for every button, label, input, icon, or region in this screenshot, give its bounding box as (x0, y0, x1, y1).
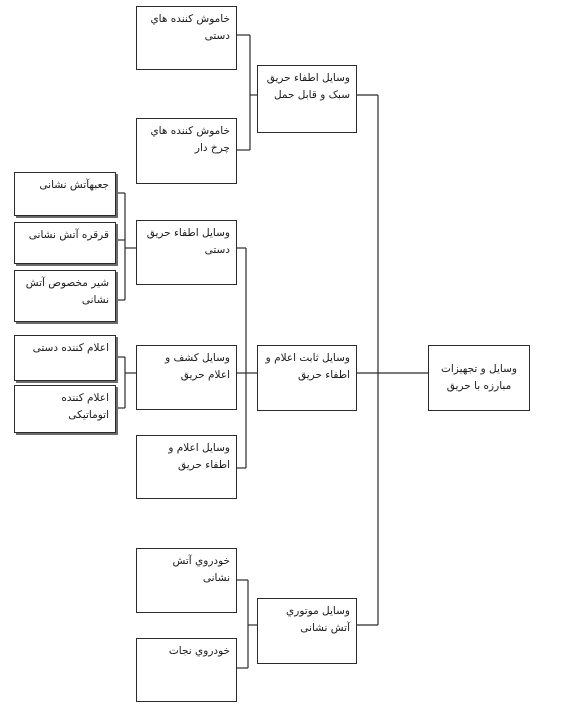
node-manual-alarm: اعلام کننده دستی (14, 335, 116, 381)
node-manual-extinguishing-label: وسایل اطفاء حریق دستی (146, 227, 230, 256)
node-fixed: وسایل ثابت اعلام و اطفاء حریق (257, 345, 357, 411)
node-manual-extinguishing: وسایل اطفاء حریق دستی (136, 220, 237, 285)
node-root-label: وسایل و تجهیزات مبارزه با حریق (441, 363, 517, 392)
node-hydrant-label: شیر مخصوص آتش نشانی (25, 277, 109, 306)
node-rescue-truck-label: خودروي نجات (168, 645, 230, 657)
node-automatic-alarm-label: اعلام کننده اتوماتیکی (61, 392, 109, 421)
node-portable-extinguishers-label: خاموش کننده هاي دستی (150, 13, 230, 42)
node-vehicles: وسایل موتوري آتش نشانی (257, 598, 357, 664)
node-rescue-truck: خودروي نجات (136, 638, 237, 702)
node-portable-extinguishers: خاموش کننده هاي دستی (136, 6, 237, 70)
node-detection: وسایل کشف و اعلام حریق (136, 345, 237, 410)
node-root: وسایل و تجهیزات مبارزه با حریق (428, 345, 530, 411)
node-manual-alarm-label: اعلام کننده دستی (32, 342, 109, 354)
node-wheeled-extinguishers: خاموش کننده هاي چرخ دار (136, 118, 237, 184)
node-portable: وسایل اطفاء حریق سبک و قابل حمل (257, 65, 357, 133)
node-hose-reel-label: قرقره آتش نشانی (28, 229, 109, 241)
node-fixed-label: وسایل ثابت اعلام و اطفاء حریق (265, 352, 350, 381)
node-automatic-alarm: اعلام کننده اتوماتیکی (14, 385, 116, 433)
node-portable-label: وسایل اطفاء حریق سبک و قابل حمل (266, 72, 350, 101)
node-fire-truck-label: خودروي آتش نشانی (172, 555, 230, 584)
node-alarm-extinguishing: وسایل اعلام و اطفاء حریق (136, 435, 237, 499)
node-hydrant: شیر مخصوص آتش نشانی (14, 270, 116, 322)
node-fire-box: جعبهآتش نشانی (14, 172, 116, 216)
node-vehicles-label: وسایل موتوري آتش نشانی (286, 605, 350, 634)
node-fire-box-label: جعبهآتش نشانی (39, 179, 109, 191)
node-detection-label: وسایل کشف و اعلام حریق (165, 352, 230, 381)
node-fire-truck: خودروي آتش نشانی (136, 548, 237, 613)
node-wheeled-extinguishers-label: خاموش کننده هاي چرخ دار (150, 125, 230, 154)
node-hose-reel: قرقره آتش نشانی (14, 222, 116, 264)
node-alarm-extinguishing-label: وسایل اعلام و اطفاء حریق (168, 442, 230, 471)
